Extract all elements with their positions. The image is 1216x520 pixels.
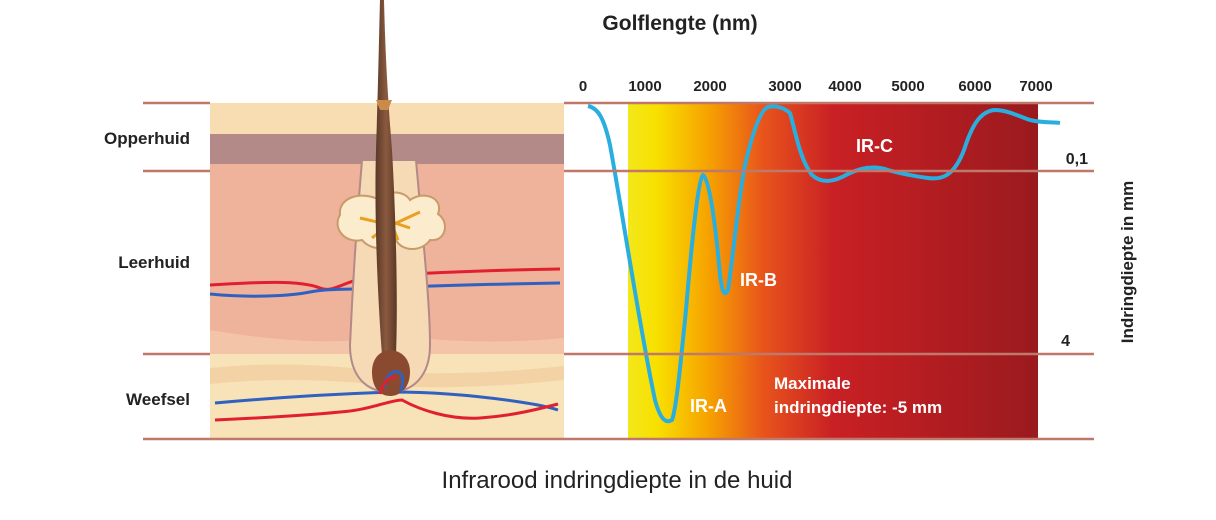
bulb-vessel-red xyxy=(378,376,397,395)
skin-layer-labels: Opperhuid Leerhuid Weefsel xyxy=(104,129,190,409)
tick-5000: 5000 xyxy=(891,78,924,95)
label-ir-b: IR-B xyxy=(740,270,777,290)
tick-0: 0 xyxy=(579,78,587,95)
diagram-title: Infrarood indringdiepte in de huid xyxy=(442,467,793,494)
artery-subcutis xyxy=(214,398,559,422)
tick-4: 4 xyxy=(1061,333,1070,350)
right-axis-label: Indringdiepte in mm xyxy=(1118,181,1137,343)
label-opperhuid: Opperhuid xyxy=(104,129,190,148)
hair-shaft xyxy=(375,0,397,367)
tick-6000: 6000 xyxy=(958,78,991,95)
band-labels: IR-A IR-B IR-C xyxy=(690,136,893,416)
top-axis-ticks: 0 1000 2000 3000 4000 5000 6000 7000 xyxy=(579,78,1053,95)
tick-3000: 3000 xyxy=(768,78,801,95)
tick-0-1: 0,1 xyxy=(1066,151,1088,168)
label-ir-a: IR-A xyxy=(690,396,727,416)
hair-collar xyxy=(376,100,392,110)
artery-dermis xyxy=(209,267,561,291)
tick-4000: 4000 xyxy=(828,78,861,95)
top-axis-label: Golflengte (nm) xyxy=(602,12,757,35)
ir-gradient-field xyxy=(628,103,1038,439)
ir-spectrum xyxy=(587,103,1061,439)
label-leerhuid: Leerhuid xyxy=(118,253,190,272)
tick-7000: 7000 xyxy=(1019,78,1052,95)
annotation-line1: Maximale xyxy=(774,374,851,393)
tick-2000: 2000 xyxy=(693,78,726,95)
label-weefsel: Weefsel xyxy=(126,390,190,409)
tick-1000: 1000 xyxy=(628,78,661,95)
annotation-line2: indringdiepte: -5 mm xyxy=(774,398,942,417)
vein-subcutis xyxy=(214,390,559,412)
label-ir-c: IR-C xyxy=(856,136,893,156)
max-depth-annotation: Maximale indringdiepte: -5 mm xyxy=(774,374,942,417)
skin-cross-section xyxy=(209,0,564,439)
right-axis: 0,1 4 Indringdiepte in mm xyxy=(1061,151,1137,350)
layer-lines xyxy=(143,101,1094,441)
